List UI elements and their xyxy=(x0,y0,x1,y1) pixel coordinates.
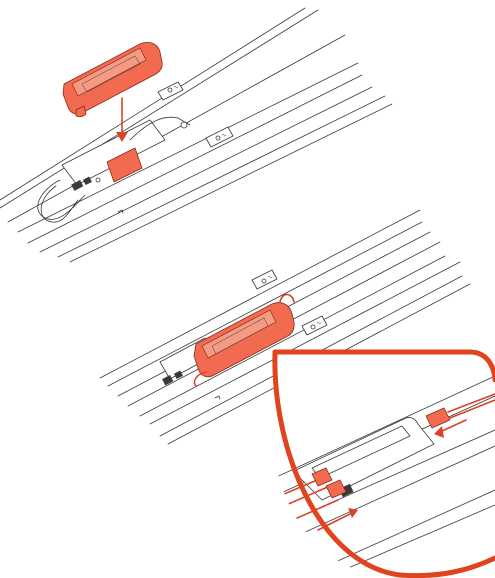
driver-unit-top xyxy=(37,116,191,223)
zoom-callout xyxy=(272,349,495,578)
driver-cover-floating xyxy=(62,42,163,118)
top-rail-assembly xyxy=(0,7,393,263)
driver-with-cover-installed xyxy=(159,293,295,387)
right-connector-plug xyxy=(425,393,495,429)
driver-label-highlight xyxy=(106,147,143,183)
rail-connector-clip-bottom-left xyxy=(251,269,278,290)
left-connector-plugs xyxy=(272,467,347,531)
rail-connector-clip-bottom-right xyxy=(301,315,328,336)
rail-connector-clip-top xyxy=(157,81,184,101)
bottom-rail-assembly xyxy=(99,209,471,445)
insert-arrow-icon xyxy=(116,97,128,142)
rail-connector-clip-right xyxy=(205,126,234,148)
